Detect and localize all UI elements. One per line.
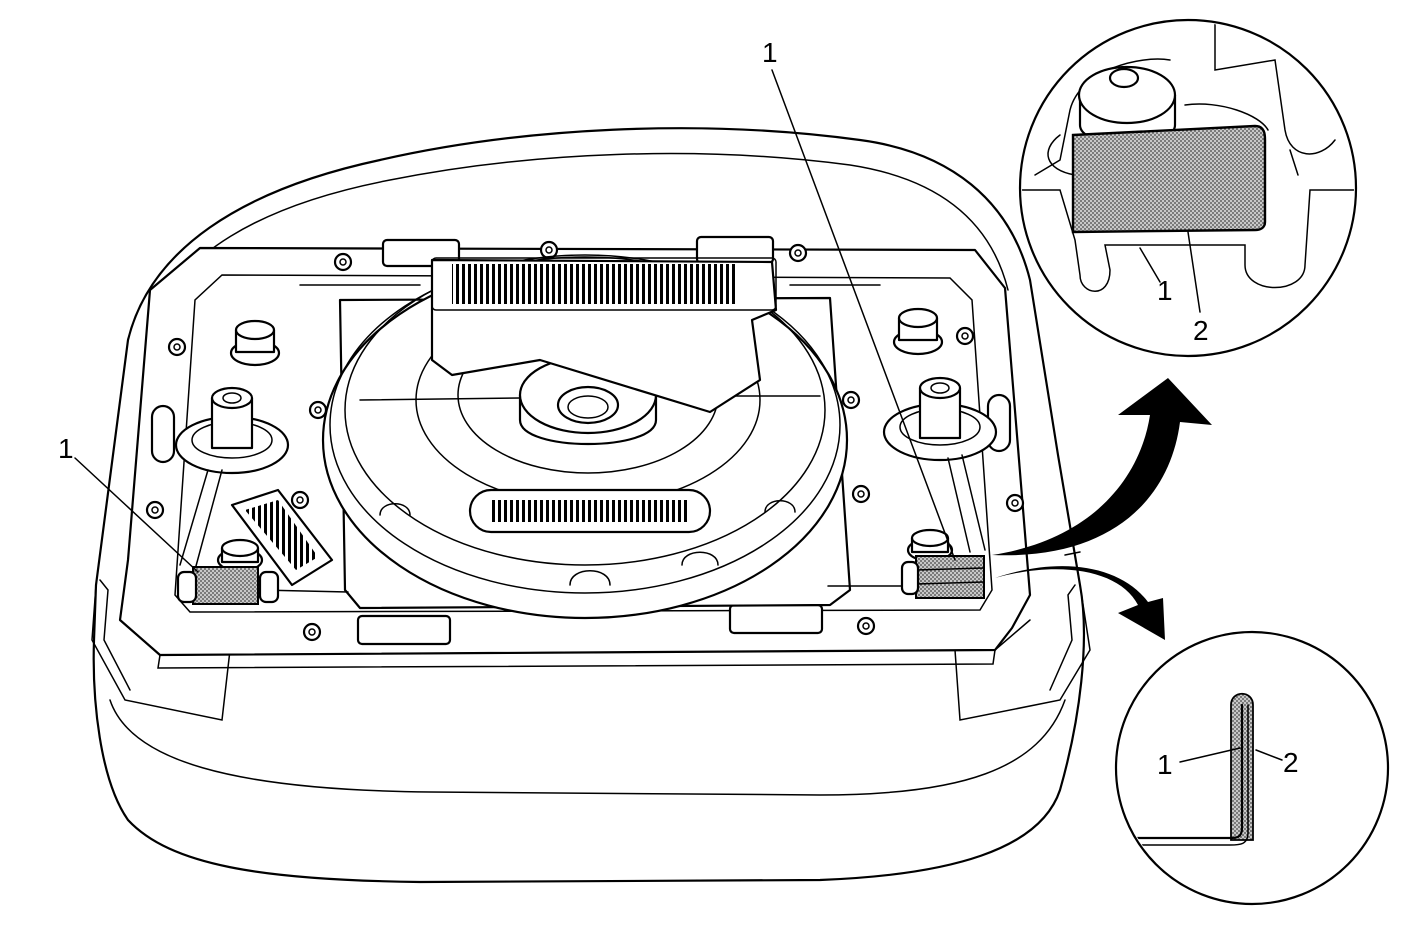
module-housing <box>91 127 1091 884</box>
barcode-label-icon <box>452 264 738 304</box>
callout-main-left: 1 <box>58 433 74 464</box>
barcode-label-icon <box>492 500 688 522</box>
tape-strip-icon <box>915 555 985 599</box>
detail-magnifier-circle-top <box>1018 18 1358 358</box>
leader-lines <box>74 69 956 573</box>
inflator-assembly <box>259 254 906 620</box>
tape-strip-icon <box>1071 124 1267 234</box>
tape-strip-icon <box>192 566 259 605</box>
mounting-studs <box>174 307 998 587</box>
callout-detail-bottom-2: 2 <box>1283 747 1299 778</box>
curved-arrow-icon <box>992 378 1212 640</box>
callout-labels: 1 1 1 2 1 2 <box>58 37 1299 780</box>
tape-locations <box>176 528 985 605</box>
callout-detail-top-2: 2 <box>1193 315 1209 346</box>
detail-magnifier-circle-bottom <box>1114 630 1390 906</box>
callout-main-right: 1 <box>762 37 778 68</box>
callout-detail-bottom-1: 1 <box>1157 749 1173 780</box>
barcode-label-icon <box>245 500 318 570</box>
callout-detail-top-1: 1 <box>1157 275 1173 306</box>
